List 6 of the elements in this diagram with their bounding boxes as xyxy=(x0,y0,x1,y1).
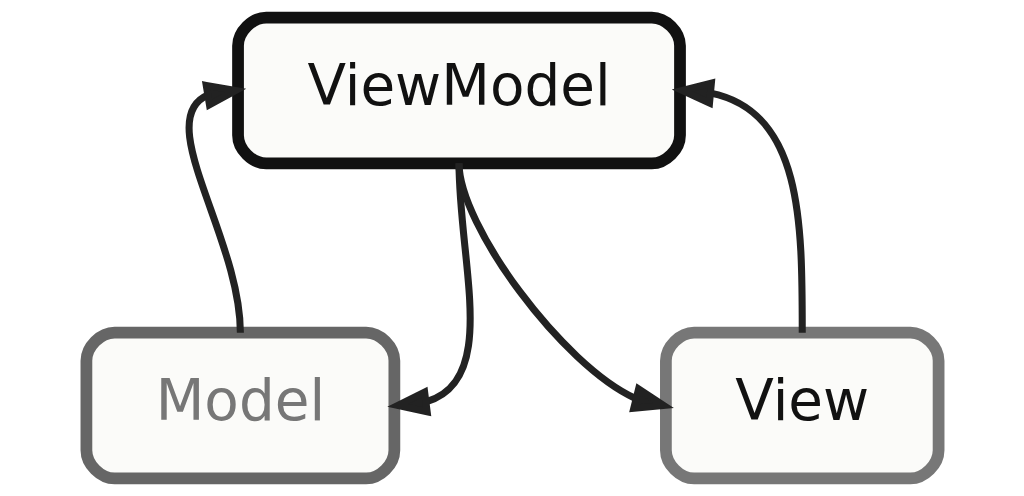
arrow xyxy=(671,78,806,333)
node-box: View xyxy=(659,326,944,485)
arrow xyxy=(386,163,474,417)
arrow xyxy=(185,81,246,333)
node-box: ViewModel xyxy=(231,11,686,170)
node-box: Model xyxy=(80,326,400,485)
